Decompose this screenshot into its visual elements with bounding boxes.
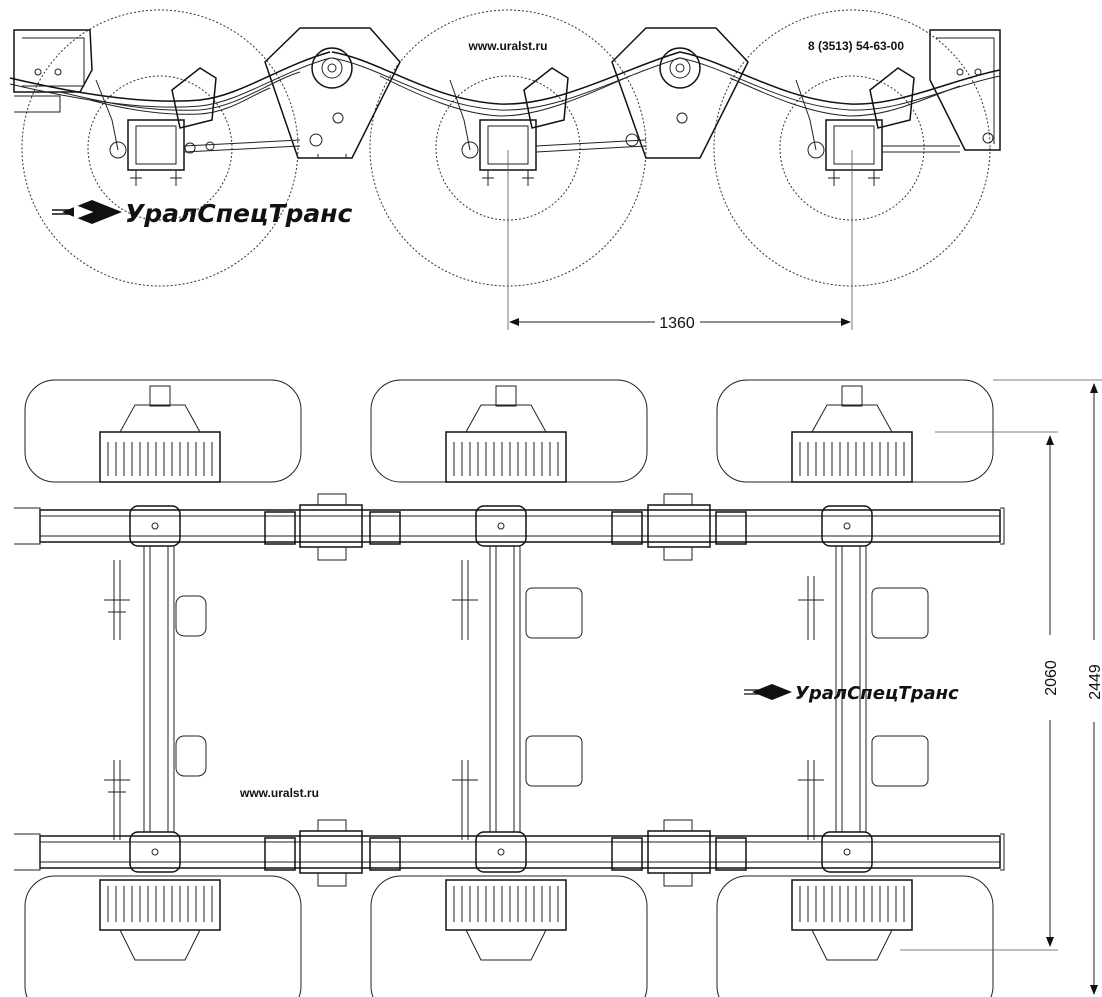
track-value: 2060: [1043, 660, 1060, 696]
website-label-top: www.uralst.ru: [468, 39, 548, 53]
overall-width-dimension: 2449: [993, 379, 1102, 995]
side-view: 1360 www.uralst.ru 8 (3513) 54-63-00 Ура…: [9, 9, 1001, 332]
axle-tubes: [143, 546, 867, 832]
equalizer-hanger-2: [611, 27, 749, 159]
phone-label: 8 (3513) 54-63-00: [808, 39, 904, 53]
logo-text-bottom: УралСпецТранс: [795, 683, 959, 704]
company-logo-top: УралСпецТранс: [52, 199, 353, 228]
overall-width-value: 2449: [1087, 664, 1102, 700]
logo-text-top: УралСпецТранс: [125, 199, 353, 228]
axle-assembly-3: [795, 67, 960, 186]
tires-bottom-row: [24, 875, 994, 997]
spring-beam-top: [14, 493, 1005, 561]
wheelbase-dimension: 1360: [507, 150, 853, 332]
wheel-outlines: [21, 9, 991, 287]
end-bracket-front: [13, 29, 93, 113]
end-bracket-rear: [929, 29, 1001, 151]
wheelbase-value: 1360: [659, 315, 695, 332]
equalizer-hanger-1: [264, 27, 401, 159]
top-view: 2060 2449 www.uralst.ru УралСпецТранс: [14, 379, 1102, 997]
axle-assembly-2: [449, 67, 647, 186]
spring-beam-bottom: [14, 819, 1005, 887]
company-logo-bottom: УралСпецТранс: [744, 683, 959, 704]
axle-clamps: [129, 505, 873, 873]
brake-drums-bottom: [99, 879, 913, 961]
leaf-springs: [9, 51, 1001, 117]
axle-assembly-1: [95, 67, 301, 186]
brake-chambers: [104, 560, 929, 840]
track-dimension: 2060: [900, 431, 1060, 951]
brake-drums-top: [99, 385, 913, 483]
website-label-bottom: www.uralst.ru: [239, 786, 319, 800]
logo-diamond-icon: [752, 684, 792, 700]
